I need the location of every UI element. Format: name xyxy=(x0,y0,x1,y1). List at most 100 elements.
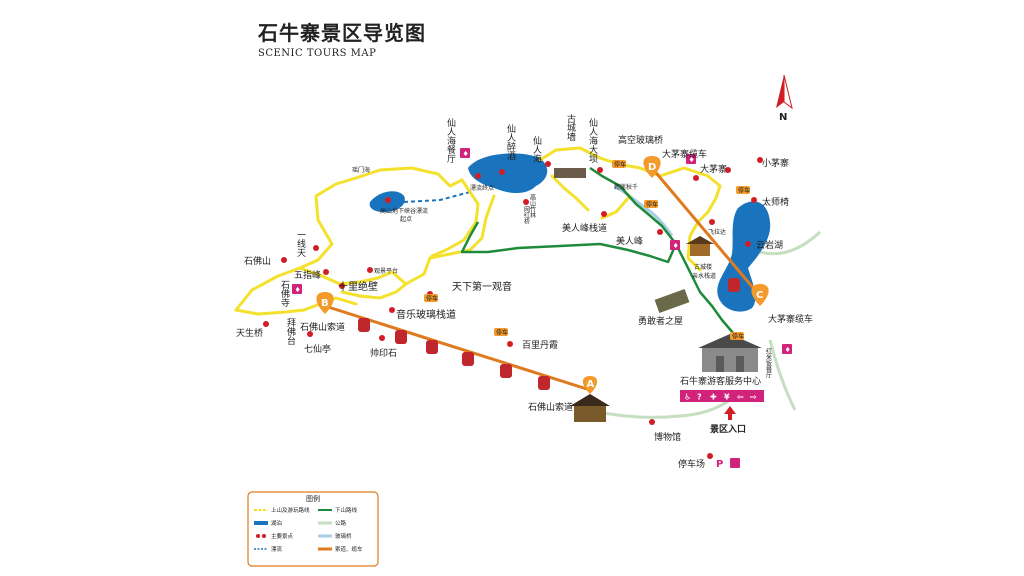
attraction-dot xyxy=(339,283,345,289)
downhill-route xyxy=(460,166,735,335)
attraction-dot xyxy=(507,341,513,347)
label-jingqu-rukou: 景区入口 xyxy=(710,424,746,435)
svg-text:♦: ♦ xyxy=(463,150,469,158)
label-gaoshan-dixia: 高山地下峡谷漂流 xyxy=(380,207,428,215)
svg-text:停车: 停车 xyxy=(496,329,508,337)
label-shi-fo-si: 石佛寺 xyxy=(279,280,290,307)
pin-b-icon[interactable]: B xyxy=(316,292,334,314)
svg-text:♦: ♦ xyxy=(689,156,695,164)
label-ting-qiu-qian: 题崖秋千 xyxy=(614,183,638,191)
parking-badge: 停车 xyxy=(612,160,626,169)
label-gucheng-qiang: 古城墙 xyxy=(565,113,576,142)
legend-item-cable: 索道、缆车 xyxy=(318,545,363,553)
attraction-dot xyxy=(389,307,395,313)
label-da-maozhai-lanche-d: 大茅寨缆车 xyxy=(662,148,707,160)
label-gu-cheng-lou: 古城楼 xyxy=(694,263,712,271)
rafting-route xyxy=(403,191,471,203)
attraction-dot xyxy=(263,321,269,327)
cable-cabin-icon xyxy=(538,376,550,390)
toilet-icon: ♦ xyxy=(460,148,470,158)
cable-cabin-icon xyxy=(500,364,512,378)
entrance-arrow-icon xyxy=(724,406,736,420)
label-yunyan-hu: 云岩湖 xyxy=(756,239,783,251)
map-subtitle: SCENIC TOURS MAP xyxy=(258,48,376,59)
svg-text:索道、缆车: 索道、缆车 xyxy=(335,545,363,553)
label-gaokong-boli-qiao: 高空玻璃桥 xyxy=(618,134,663,146)
attraction-dot xyxy=(707,453,713,459)
label-meirenfeng-zhandao: 美人峰栈道 xyxy=(562,222,607,234)
svg-text:公路: 公路 xyxy=(335,519,347,527)
svg-text:下山路线: 下山路线 xyxy=(335,506,358,514)
legend-item-road: 公路 xyxy=(318,519,347,527)
attraction-dot xyxy=(757,157,763,163)
label-yonggan-zhe-zhi-wu: 勇敢者之屋 xyxy=(638,315,683,327)
cable-cabin-icon xyxy=(728,278,740,292)
label-bowuguan: 博物馆 xyxy=(654,431,681,443)
pin-d-icon[interactable]: D xyxy=(643,156,661,178)
legend-item-rafting: 漂流 xyxy=(254,545,283,553)
legend-item-glass-bridge: 玻璃桥 xyxy=(318,532,352,540)
toilet-icons: ♦ ♦ ♦ ♦ ♦ xyxy=(292,148,792,354)
attraction-dot xyxy=(499,169,505,175)
svg-text:上山及游玩路线: 上山及游玩路线 xyxy=(271,506,310,514)
parking-badge: 停车 xyxy=(644,200,658,209)
svg-text:停车: 停车 xyxy=(426,295,438,303)
label-shi-fo-shan: 石佛山 xyxy=(244,255,271,267)
parking-badges: 停车 停车 停车 停车 停车 停车 xyxy=(424,160,750,341)
legend-title: 图例 xyxy=(306,494,320,503)
svg-text:♦: ♦ xyxy=(673,242,679,250)
parking-badge: 停车 xyxy=(494,328,508,337)
label-shuai-yin-shi: 帅印石 xyxy=(370,347,397,359)
legend: 图例 上山及游玩路线 下山路线 湖泊 公路 主要景点 玻璃桥 漂流 xyxy=(247,491,379,567)
label-xianren-hai-canting: 仙人海餐厅 xyxy=(445,117,456,163)
legend-item-attraction: 主要景点 xyxy=(256,532,294,540)
place-labels: 仙人海餐厅 仙人醉酒 仙人海 古城墙 仙人海大坝 一线天 石佛寺 拜佛台 高山竹… xyxy=(236,113,813,470)
attraction-dots xyxy=(263,157,763,459)
uphill-route xyxy=(234,146,722,316)
cable-cabin-icon xyxy=(395,330,407,344)
parking-badge: 停车 xyxy=(736,186,750,195)
toilet-icon: ♦ xyxy=(292,284,302,294)
svg-text:停车: 停车 xyxy=(738,187,750,195)
label-qixian-ting: 七仙亭 xyxy=(304,343,331,355)
pin-c-icon[interactable]: C xyxy=(751,284,769,306)
label-tianxia-di-yi-guanyin: 天下第一观音 xyxy=(452,280,512,293)
attraction-dot xyxy=(601,211,607,217)
attraction-dot xyxy=(745,241,751,247)
label-xiao-maozhai: 小茅寨 xyxy=(762,157,789,169)
legend-item-uphill: 上山及游玩路线 xyxy=(254,506,310,514)
gu-cheng-lou-building-icon xyxy=(686,236,714,256)
attraction-dot xyxy=(313,245,319,251)
service-icon-exit: ⇦ xyxy=(737,393,744,402)
svg-text:♦: ♦ xyxy=(785,346,791,354)
label-meirenfeng: 美人峰 xyxy=(616,235,643,247)
label-wanghong-qiao: 网红桥 xyxy=(523,206,530,225)
label-yiyan-tian: 一线天 xyxy=(295,230,306,258)
pin-a-label: A xyxy=(587,379,595,390)
label-da-maozhai: 大茅寨 xyxy=(700,163,727,175)
label-guanjing-pingtai: 观景平台 xyxy=(374,267,398,275)
label-qidian: 起点 xyxy=(400,215,412,223)
toilet-icon: ♦ xyxy=(670,240,680,250)
service-icon-info: ? xyxy=(697,393,702,402)
pin-b-label: B xyxy=(321,298,329,309)
svg-text:停车: 停车 xyxy=(646,201,658,209)
service-icon-entry: ⇨ xyxy=(750,393,757,402)
map-title: 石牛寨景区导览图 xyxy=(257,21,426,45)
svg-text:P: P xyxy=(716,459,723,470)
legend-item-lake: 湖泊 xyxy=(254,519,282,527)
visitor-center-building-icon xyxy=(698,334,762,372)
cable-cabin-icon xyxy=(462,352,474,366)
svg-text:湖泊: 湖泊 xyxy=(271,519,282,527)
pin-a-icon[interactable]: A xyxy=(582,376,598,394)
attraction-dot xyxy=(385,197,391,203)
cable-station-a-icon xyxy=(570,394,610,422)
label-yao-hai: 瑶门海 xyxy=(352,166,370,174)
attraction-dot xyxy=(307,331,313,337)
attraction-dot xyxy=(751,197,757,203)
roads xyxy=(597,230,822,419)
label-taishi-yi: 太师椅 xyxy=(762,196,789,208)
cable-d-c xyxy=(650,167,762,297)
label-xianren-zui-jiu: 仙人醉酒 xyxy=(505,123,516,161)
attraction-dot xyxy=(657,229,663,235)
